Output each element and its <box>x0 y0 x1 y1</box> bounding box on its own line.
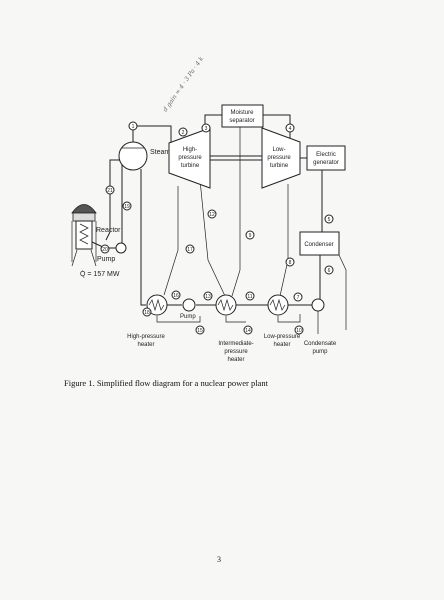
hp-heater-label-1: High-pressure <box>127 334 165 340</box>
state-point-19: 19 <box>122 201 132 211</box>
state-point-14: 14 <box>243 325 253 335</box>
hp-heater-coil <box>148 298 165 312</box>
condenser-label: Condenser <box>304 242 333 248</box>
svg-text:16: 16 <box>173 293 179 299</box>
pipe-lp-to-condenser <box>308 169 323 232</box>
steam-line-1 <box>132 125 172 143</box>
reactor-label: Reactor <box>96 227 121 234</box>
reactor-pump <box>115 242 127 254</box>
drain-iph <box>225 316 246 323</box>
state-point-17: 17 <box>185 244 195 254</box>
cooling-line <box>338 254 347 330</box>
feed-pump-label: Pump <box>180 314 196 320</box>
drain-lph <box>277 314 301 323</box>
svg-text:15: 15 <box>197 328 203 334</box>
state-point-9: 9 <box>245 230 255 240</box>
svg-text:3: 3 <box>205 126 208 132</box>
moisture-separator-label-1: Moisture <box>230 110 254 116</box>
handwritten-note: d gain = 4 · 3 Pa · 4 k <box>162 55 206 113</box>
hp-turbine-label-2: pressure <box>178 155 202 161</box>
state-point-13: 13 <box>203 291 213 301</box>
extraction-9 <box>231 124 241 297</box>
svg-text:13: 13 <box>205 294 211 300</box>
state-point-10: 10 <box>294 325 304 335</box>
lp-turbine-label-1: Low- <box>272 147 285 153</box>
hp-turbine-label-1: High- <box>183 147 197 153</box>
state-point-11: 11 <box>245 291 255 301</box>
state-point-1: 1 <box>128 121 138 131</box>
electric-generator <box>306 145 346 171</box>
pipe-drum-to-reactor <box>105 159 120 241</box>
extraction-13 <box>199 179 226 297</box>
hp-heater-label-2: heater <box>137 342 154 348</box>
state-point-16: 16 <box>171 290 181 300</box>
generator-label-1: Electric <box>316 152 336 158</box>
feedwater-return <box>140 169 146 306</box>
pipe-separator-to-lp <box>263 114 291 142</box>
reactor <box>71 204 97 267</box>
hp-turbine <box>168 127 211 189</box>
state-point-15: 15 <box>195 325 205 335</box>
svg-text:6: 6 <box>328 268 331 274</box>
svg-text:7: 7 <box>297 295 300 301</box>
state-point-2: 2 <box>178 127 188 137</box>
state-point-18: 18 <box>142 307 152 317</box>
condensate-pump <box>311 298 325 312</box>
lp-heater-coil <box>269 298 286 312</box>
svg-text:18: 18 <box>144 310 150 316</box>
svg-text:10: 10 <box>296 328 302 334</box>
svg-text:2: 2 <box>182 130 185 136</box>
state-point-20: 20 <box>100 244 110 254</box>
drain-hph <box>156 316 201 323</box>
steam-drum <box>118 141 148 171</box>
lp-turbine <box>261 127 301 189</box>
state-point-8: 8 <box>285 257 295 267</box>
figure-caption: Figure 1. Simplified flow diagram for a … <box>64 378 269 388</box>
heat-rate-label: Q̇ = 157 MW <box>80 270 120 278</box>
svg-text:1: 1 <box>132 124 135 130</box>
ip-heater-label-2: pressure <box>224 349 248 355</box>
lp-heater-label-1: Low-pressure <box>264 334 301 340</box>
generator-label-2: generator <box>313 160 339 166</box>
lp-turbine-label-2: pressure <box>267 155 291 161</box>
state-point-6: 6 <box>324 265 334 275</box>
lp-heater-label-2: heater <box>273 342 290 348</box>
extraction-8 <box>279 184 289 297</box>
svg-text:17: 17 <box>187 247 193 253</box>
moisture-separator-label-2: separator <box>229 118 254 124</box>
lp-turbine-label-3: turbine <box>270 163 289 169</box>
svg-text:19: 19 <box>124 204 130 210</box>
reactor-pump-label: Pump <box>97 256 115 263</box>
extraction-17 <box>163 186 179 296</box>
condenser <box>299 231 340 256</box>
ip-heater-label-3: heater <box>227 357 244 363</box>
page-number: 3 <box>217 555 221 564</box>
svg-text:5: 5 <box>328 217 331 223</box>
moisture-separator <box>221 104 264 128</box>
ip-heater-label-1: Intermediate- <box>218 341 253 347</box>
condensate-pump-label-1: Condensate <box>304 341 337 347</box>
svg-text:11: 11 <box>247 294 252 300</box>
state-point-7: 7 <box>293 292 303 302</box>
feed-pump <box>182 298 196 312</box>
state-point-4: 4 <box>285 123 295 133</box>
state-point-5: 5 <box>324 214 334 224</box>
svg-text:12: 12 <box>209 212 215 218</box>
svg-text:8: 8 <box>289 260 292 266</box>
ip-heater-coil <box>217 298 234 312</box>
svg-text:21: 21 <box>107 188 113 194</box>
state-point-3: 3 <box>201 123 211 133</box>
svg-text:14: 14 <box>245 328 251 334</box>
state-point-21: 21 <box>105 185 115 195</box>
state-point-12: 12 <box>207 209 217 219</box>
svg-text:9: 9 <box>249 233 252 239</box>
hp-turbine-label-3: turbine <box>181 163 200 169</box>
svg-text:20: 20 <box>102 247 108 253</box>
condensate-pump-label-2: pump <box>312 349 328 355</box>
svg-text:4: 4 <box>289 126 292 132</box>
